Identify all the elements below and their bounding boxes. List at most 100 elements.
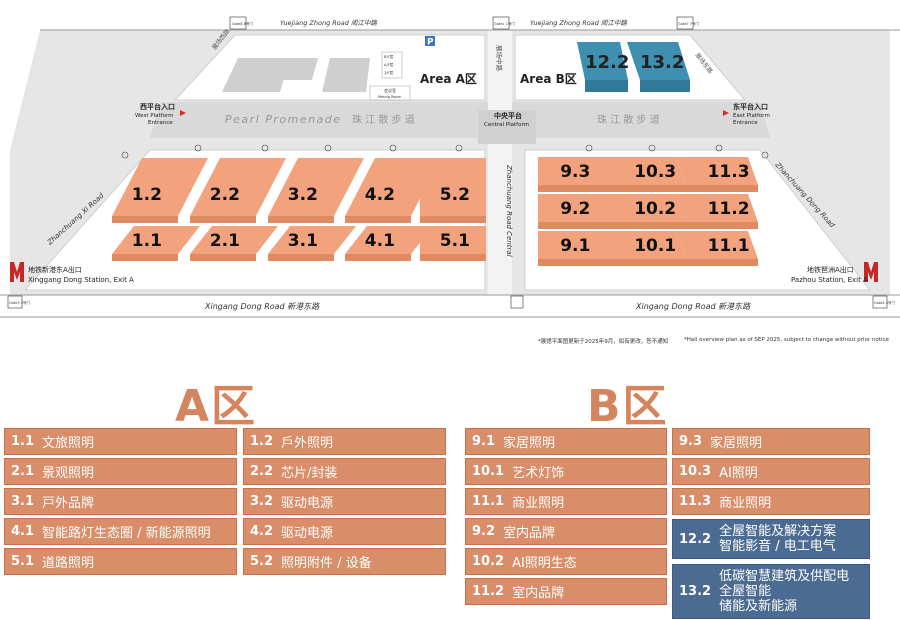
hall-1-2[interactable]: 1.2 xyxy=(112,158,208,223)
legend-hall-code: 4.1 xyxy=(11,524,35,539)
legend-hall-code: 12.2 xyxy=(679,531,712,547)
meeting-room xyxy=(369,85,411,101)
metro-right-icon xyxy=(864,262,878,282)
hall-9-3[interactable]: 9.3 xyxy=(538,157,612,192)
legend-hall-11-2: 11.2 室内品牌 xyxy=(465,578,667,605)
zone-a-title: A区 xyxy=(175,381,258,432)
legend-hall-label: AI照明生态 xyxy=(512,556,577,571)
floor-label-a: A/F层 xyxy=(384,62,394,67)
svg-text:9.1: 9.1 xyxy=(560,236,590,256)
hall-12-2[interactable]: 12.2 xyxy=(577,42,629,92)
area-a-building-1 xyxy=(222,58,290,92)
svg-text:5.2: 5.2 xyxy=(440,185,470,205)
svg-text:4.2: 4.2 xyxy=(365,185,395,205)
legend-hall-label: 家居照明 xyxy=(503,436,556,451)
svg-text:1.2: 1.2 xyxy=(132,185,162,205)
metro-left-en: Xinggang Dong Station, Exit A xyxy=(28,276,134,284)
svg-text:3.1: 3.1 xyxy=(288,231,318,251)
entry-icons xyxy=(121,144,769,159)
legend-hall-label-line: 储能及新能源 xyxy=(719,599,798,614)
legend-hall-12-2: 12.2 全屋智能及解决方案智能影音 / 电工电气 xyxy=(672,519,870,559)
svg-text:P: P xyxy=(427,38,434,48)
legend-hall-label: 芯片/封装 xyxy=(281,466,338,481)
legend-hall-code: 5.1 xyxy=(11,554,35,569)
hall-5-2[interactable]: 5.2 xyxy=(420,158,486,223)
svg-text:Gate7 7号门: Gate7 7号门 xyxy=(678,21,699,26)
road-bottom-left: Xingang Dong Road 新港东路 xyxy=(204,302,320,311)
note-en: *Hall overview plan as of SEP 2025, subj… xyxy=(684,337,889,343)
hall-11-3[interactable]: 11.3 xyxy=(676,157,758,192)
zone-b-title: B区 xyxy=(587,381,669,432)
hall-4-2[interactable]: 4.2 xyxy=(345,158,441,223)
svg-text:9.2: 9.2 xyxy=(560,199,590,219)
hall-3-1[interactable]: 3.1 xyxy=(268,226,356,261)
legend-hall-code: 4.2 xyxy=(250,524,274,539)
road-top-left: Yuejiang Zhong Road 阅江中路 xyxy=(280,19,377,27)
legend-hall-label: 智能路灯生态圈 / 新能源照明 xyxy=(42,526,211,541)
hall-11-2[interactable]: 11.2 xyxy=(676,194,758,229)
legend-hall-code: 11.2 xyxy=(472,584,505,599)
area-b-label: Area B区 xyxy=(520,72,577,86)
legend-hall-code: 2.1 xyxy=(11,464,35,479)
legend-hall-13-2: 13.2 低碳智慧建筑及供配电全屋智能储能及新能源 xyxy=(672,564,870,619)
hall-1-1[interactable]: 1.1 xyxy=(112,226,200,261)
legend-hall-label: 低碳智慧建筑及供配电全屋智能储能及新能源 xyxy=(719,569,849,614)
legend-hall-code: 10.2 xyxy=(472,554,505,569)
hall-2-2[interactable]: 2.2 xyxy=(190,158,286,223)
hall-10-3[interactable]: 10.3 xyxy=(602,157,686,192)
legend-hall-label: 全屋智能及解决方案智能影音 / 电工电气 xyxy=(719,524,836,554)
hall-9-1[interactable]: 9.1 xyxy=(538,231,612,266)
west-entrance-en2: Entrance xyxy=(148,120,173,126)
legend-hall-code: 10.3 xyxy=(679,464,712,479)
legend-hall-label: 驱动电源 xyxy=(281,526,334,541)
svg-text:11.2: 11.2 xyxy=(708,199,750,219)
legend-hall-label: 室内品牌 xyxy=(512,586,565,601)
legend-hall-label: AI照明 xyxy=(719,466,758,481)
gate-7: Gate7 7号门 xyxy=(676,16,699,30)
hall-9-2[interactable]: 9.2 xyxy=(538,194,612,229)
legend-hall-label: 文旅照明 xyxy=(42,436,95,451)
legend-hall-label: 景观照明 xyxy=(42,466,95,481)
west-entrance-en1: West Platform xyxy=(135,113,173,119)
svg-text:10.2: 10.2 xyxy=(634,199,676,219)
road-bottom-right: Xingang Dong Road 新港东路 xyxy=(635,302,751,311)
svg-text:4.1: 4.1 xyxy=(365,231,395,251)
legend-hall-label-line: 智能影音 / 电工电气 xyxy=(719,539,836,554)
hall-10-1[interactable]: 10.1 xyxy=(602,231,686,266)
road-central: Zhanchuang Road Central xyxy=(505,164,513,257)
gate-4: Gate4 4号门 xyxy=(872,295,895,309)
metro-right-en: Pazhou Station, Exit A xyxy=(791,276,868,284)
hall-5-1[interactable]: 5.1 xyxy=(420,226,486,261)
meeting-room-en: Meting Room xyxy=(378,95,402,99)
hall-3-2[interactable]: 3.2 xyxy=(268,158,364,223)
legend-hall-label: 戸外品牌 xyxy=(42,496,95,511)
svg-text:2.2: 2.2 xyxy=(210,185,240,205)
hall-11-1[interactable]: 11.1 xyxy=(676,231,758,266)
west-entrance-cn: 西平台入口 xyxy=(140,102,175,111)
road-top-right: Yuejiang Zhong Road 阅江中路 xyxy=(530,19,627,27)
area-a-label: Area A区 xyxy=(420,72,477,86)
metro-right-cn: 地铁琶洲A出口 xyxy=(807,265,854,274)
hall-4-1[interactable]: 4.1 xyxy=(345,226,433,261)
hall-2-1[interactable]: 2.1 xyxy=(190,226,278,261)
hall-10-2[interactable]: 10.2 xyxy=(602,194,686,229)
west-entrance-flag xyxy=(180,110,186,116)
legend-hall-label: 室内品牌 xyxy=(503,526,556,541)
legend-hall-10-3: 10.3 AI照明 xyxy=(672,458,870,485)
svg-text:10.1: 10.1 xyxy=(634,236,676,256)
central-platform-cn: 中央平台 xyxy=(494,111,522,120)
gate-1: Gate1 1号门 xyxy=(492,16,515,30)
hall-13-2[interactable]: 13.2 xyxy=(627,42,690,92)
legend-hall-code: 13.2 xyxy=(679,584,712,599)
svg-text:11.3: 11.3 xyxy=(708,162,750,182)
venue-map: Yuejiang Zhong Road 阅江中路 Yuejiang Zhong … xyxy=(0,16,900,318)
legend-hall-label: 商业照明 xyxy=(719,496,772,511)
